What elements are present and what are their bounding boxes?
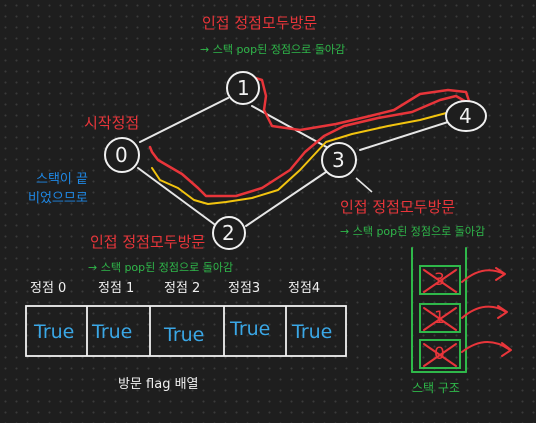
node-3 (321, 142, 357, 178)
node-label-4: 4 (459, 104, 472, 128)
edge-0-1 (139, 97, 229, 143)
pop-back-mid-label: → 스택 pop된 정점으로 돌아감 (88, 261, 234, 274)
array-value-4: True (292, 321, 333, 343)
pop-arrow-3 (461, 341, 511, 353)
visited-array-frame (25, 305, 347, 357)
array-header-2: 정점 2 (164, 281, 201, 296)
stack-label: 스택 구조 (412, 381, 460, 395)
node-label-0: 0 (115, 143, 128, 167)
stack-item-top: 3 (434, 270, 445, 290)
visited-all-right-label: 인접 정점모두방문 (340, 198, 456, 216)
edge-0-2 (137, 167, 215, 225)
visited-all-top-label: 인접 정점모두방문 (202, 14, 318, 32)
array-caption: 방문 flag 배열 (118, 377, 199, 392)
pop-arrow-1 (461, 269, 505, 283)
node-label-1: 1 (237, 76, 250, 100)
pop-back-top-label: → 스택 pop된 정점으로 돌아감 (200, 43, 346, 56)
stack-slot-mid (419, 303, 461, 333)
array-value-2: True (164, 324, 205, 346)
visited-all-mid-label: 인접 정점모두방문 (90, 233, 206, 251)
edge-2-3 (245, 171, 327, 227)
array-header-0: 정점 0 (30, 281, 67, 296)
node-2 (212, 216, 246, 250)
array-value-0: True (34, 321, 75, 343)
stack-item-mid: 1 (434, 308, 445, 328)
yellow-backtrack-path (151, 111, 451, 205)
node-0 (104, 137, 140, 173)
array-header-3: 정점3 (228, 281, 261, 296)
stack-empty-line2: 비었으므로 (28, 191, 88, 206)
array-value-1: True (92, 321, 133, 343)
array-value-3: True (230, 318, 271, 340)
edge-3-4 (359, 121, 449, 151)
node-4 (445, 100, 487, 132)
pop-back-right-label: → 스택 pop된 정점으로 돌아감 (340, 225, 486, 238)
arrow-3-to-note (355, 177, 373, 193)
node-1 (226, 71, 260, 105)
stack-slot-bottom (419, 339, 461, 369)
red-traversal-path (148, 75, 472, 198)
stack-empty-line1: 스택이 끝 (36, 172, 88, 187)
node-label-2: 2 (222, 221, 235, 245)
stack-item-bottom: 0 (434, 344, 445, 364)
node-label-3: 3 (332, 148, 345, 172)
stack-slot-top (419, 265, 461, 295)
array-header-4: 정점4 (288, 281, 321, 296)
array-header-1: 정점 1 (98, 281, 135, 296)
start-vertex-label: 시작정점 (84, 114, 140, 132)
